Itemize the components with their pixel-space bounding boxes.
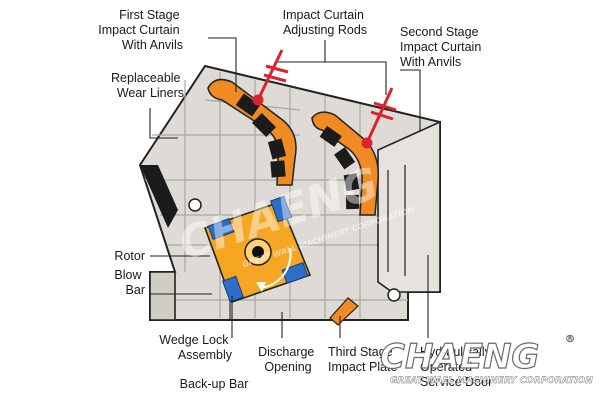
label-first-stage: First Stage Impact Curtain With Anvils <box>98 8 183 52</box>
second-anvil-2 <box>334 147 356 170</box>
rod-pivot-2 <box>361 137 373 149</box>
rotation-arrow <box>259 247 292 289</box>
service-door-panel <box>377 120 441 293</box>
blow-bar-3 <box>281 262 309 284</box>
left-wear-liner <box>140 165 178 228</box>
second-anvil-4 <box>345 194 360 210</box>
second-stage-curtain <box>311 111 379 216</box>
second-curtain-arm <box>311 111 379 216</box>
label-service-door: Hydraulically Operated Service Door <box>420 345 494 389</box>
rotor-shaft-inner <box>252 246 264 258</box>
service-door-hinge <box>387 288 401 302</box>
second-anvil-1 <box>319 125 342 147</box>
label-backup-bar: Back-up Bar <box>180 377 249 391</box>
labels: First Stage Impact Curtain With Anvils I… <box>98 8 494 391</box>
first-anvil-3 <box>267 138 287 160</box>
label-blow-bar: Blow Bar <box>114 268 145 297</box>
label-third-stage: Third Stage Impact Plate <box>328 345 398 374</box>
label-discharge: Discharge Opening <box>258 345 318 374</box>
watermark-tagline: GREAT WALL MACHINERY CORPORATION <box>390 376 593 386</box>
label-adjusting-rods: Impact Curtain Adjusting Rods <box>283 8 368 37</box>
first-stage-curtain <box>207 78 297 186</box>
label-rotor: Rotor <box>114 249 145 263</box>
watermark-brand: CHAENG ® GREAT WALL MACHINERY CORPORATIO… <box>379 334 593 386</box>
housing-bottom-lip <box>149 271 176 321</box>
rotor-assembly <box>203 195 312 304</box>
watermark-logo: CHAENG <box>380 337 539 377</box>
first-anvil-4 <box>270 160 286 178</box>
first-anvil-1 <box>235 93 261 117</box>
label-wear-liners: Replaceable Wear Liners <box>111 71 184 100</box>
label-second-stage: Second Stage Impact Curtain With Anvils <box>400 25 485 69</box>
blow-bar-1 <box>207 218 235 240</box>
first-anvil-2 <box>251 112 277 138</box>
second-anvil-3 <box>343 173 360 192</box>
blow-bar-4 <box>222 275 244 303</box>
watermark-mark: ® <box>565 334 575 345</box>
pivot-left <box>188 198 202 212</box>
rod-pivot-1 <box>252 94 264 106</box>
adjusting-rods <box>252 49 397 149</box>
label-wedge-lock: Wedge Lock Assembly <box>159 333 232 362</box>
third-stage-impact-plate <box>329 297 359 326</box>
leader-lines <box>149 37 429 338</box>
blow-bar-2 <box>270 195 292 223</box>
